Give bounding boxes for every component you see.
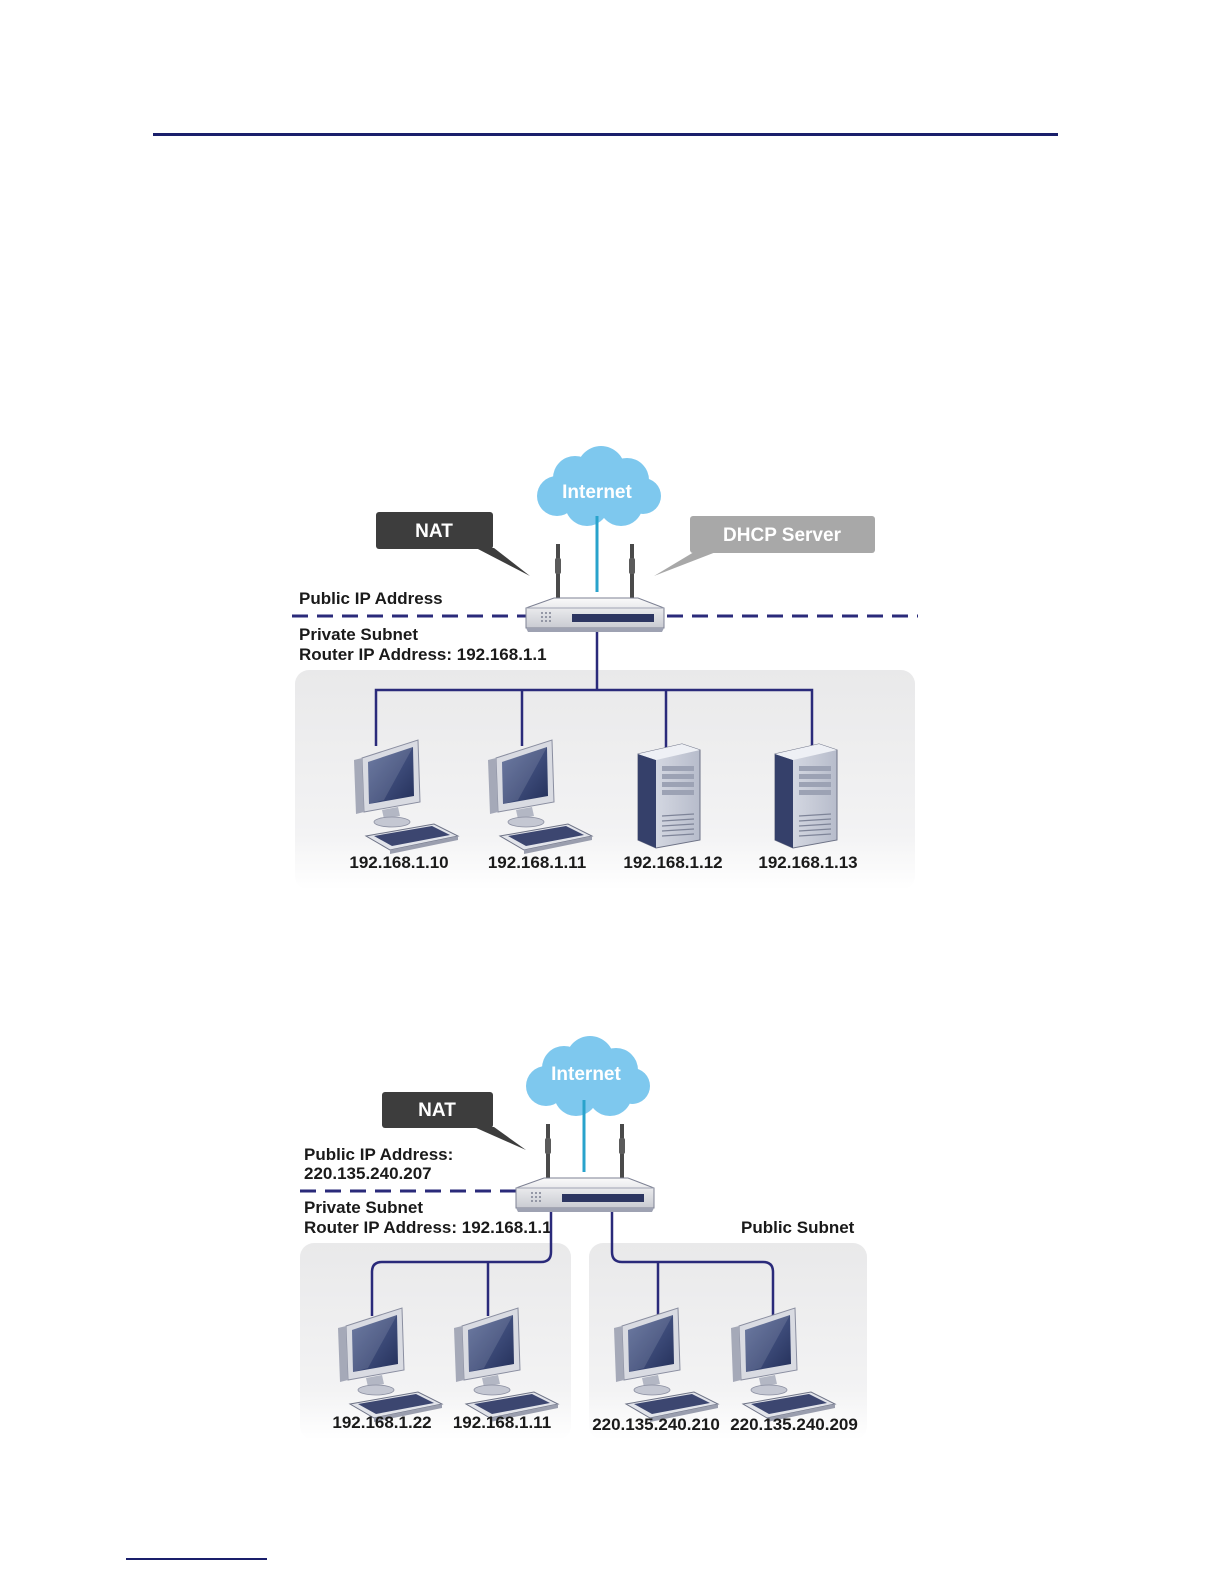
server-icon [637, 743, 701, 849]
host-ip-label: 220.135.240.209 [730, 1415, 858, 1434]
dhcp-label: DHCP Server [723, 525, 842, 546]
nat-callout: NAT [376, 512, 530, 576]
router-icon [525, 543, 665, 633]
nat-callout: NAT [382, 1092, 526, 1150]
host-ip-label: 192.168.1.11 [488, 853, 586, 872]
host-ip-label: 192.168.1.11 [453, 1413, 551, 1432]
host-ip-label: 192.168.1.22 [332, 1413, 431, 1432]
diagram-nat-public-subnet: Internet NAT Public IP Address: 220.135.… [300, 1036, 867, 1440]
private-subnet-label: Private Subnet [299, 625, 418, 644]
private-subnet-label: Private Subnet [304, 1198, 423, 1217]
header-rule [153, 133, 1058, 136]
nat-label: NAT [418, 1100, 456, 1121]
router-ip-label: Router IP Address: 192.168.1.1 [299, 645, 547, 664]
host-ip-label: 192.168.1.13 [758, 853, 857, 872]
host-ip-label: 220.135.240.210 [592, 1415, 720, 1434]
public-ip-value: 220.135.240.207 [304, 1164, 432, 1183]
internet-label: Internet [551, 1064, 621, 1085]
lan-links [374, 632, 814, 750]
server-icon [774, 743, 838, 849]
public-ip-label: Public IP Address: [304, 1145, 453, 1164]
public-ip-label: Public IP Address [299, 589, 443, 608]
footer-rule [126, 1558, 267, 1560]
host-ip-label: 192.168.1.10 [349, 853, 448, 872]
internet-label: Internet [562, 482, 632, 503]
dhcp-callout: DHCP Server [654, 516, 875, 576]
router-ip-label: Router IP Address: 192.168.1.1 [304, 1218, 552, 1237]
diagram-nat-dhcp: Internet NAT DHCP Server Public IP Addre… [292, 446, 918, 890]
nat-label: NAT [415, 521, 453, 542]
host-ip-label: 192.168.1.12 [623, 853, 722, 872]
public-subnet-label: Public Subnet [741, 1218, 855, 1237]
lan-links [370, 1212, 775, 1316]
